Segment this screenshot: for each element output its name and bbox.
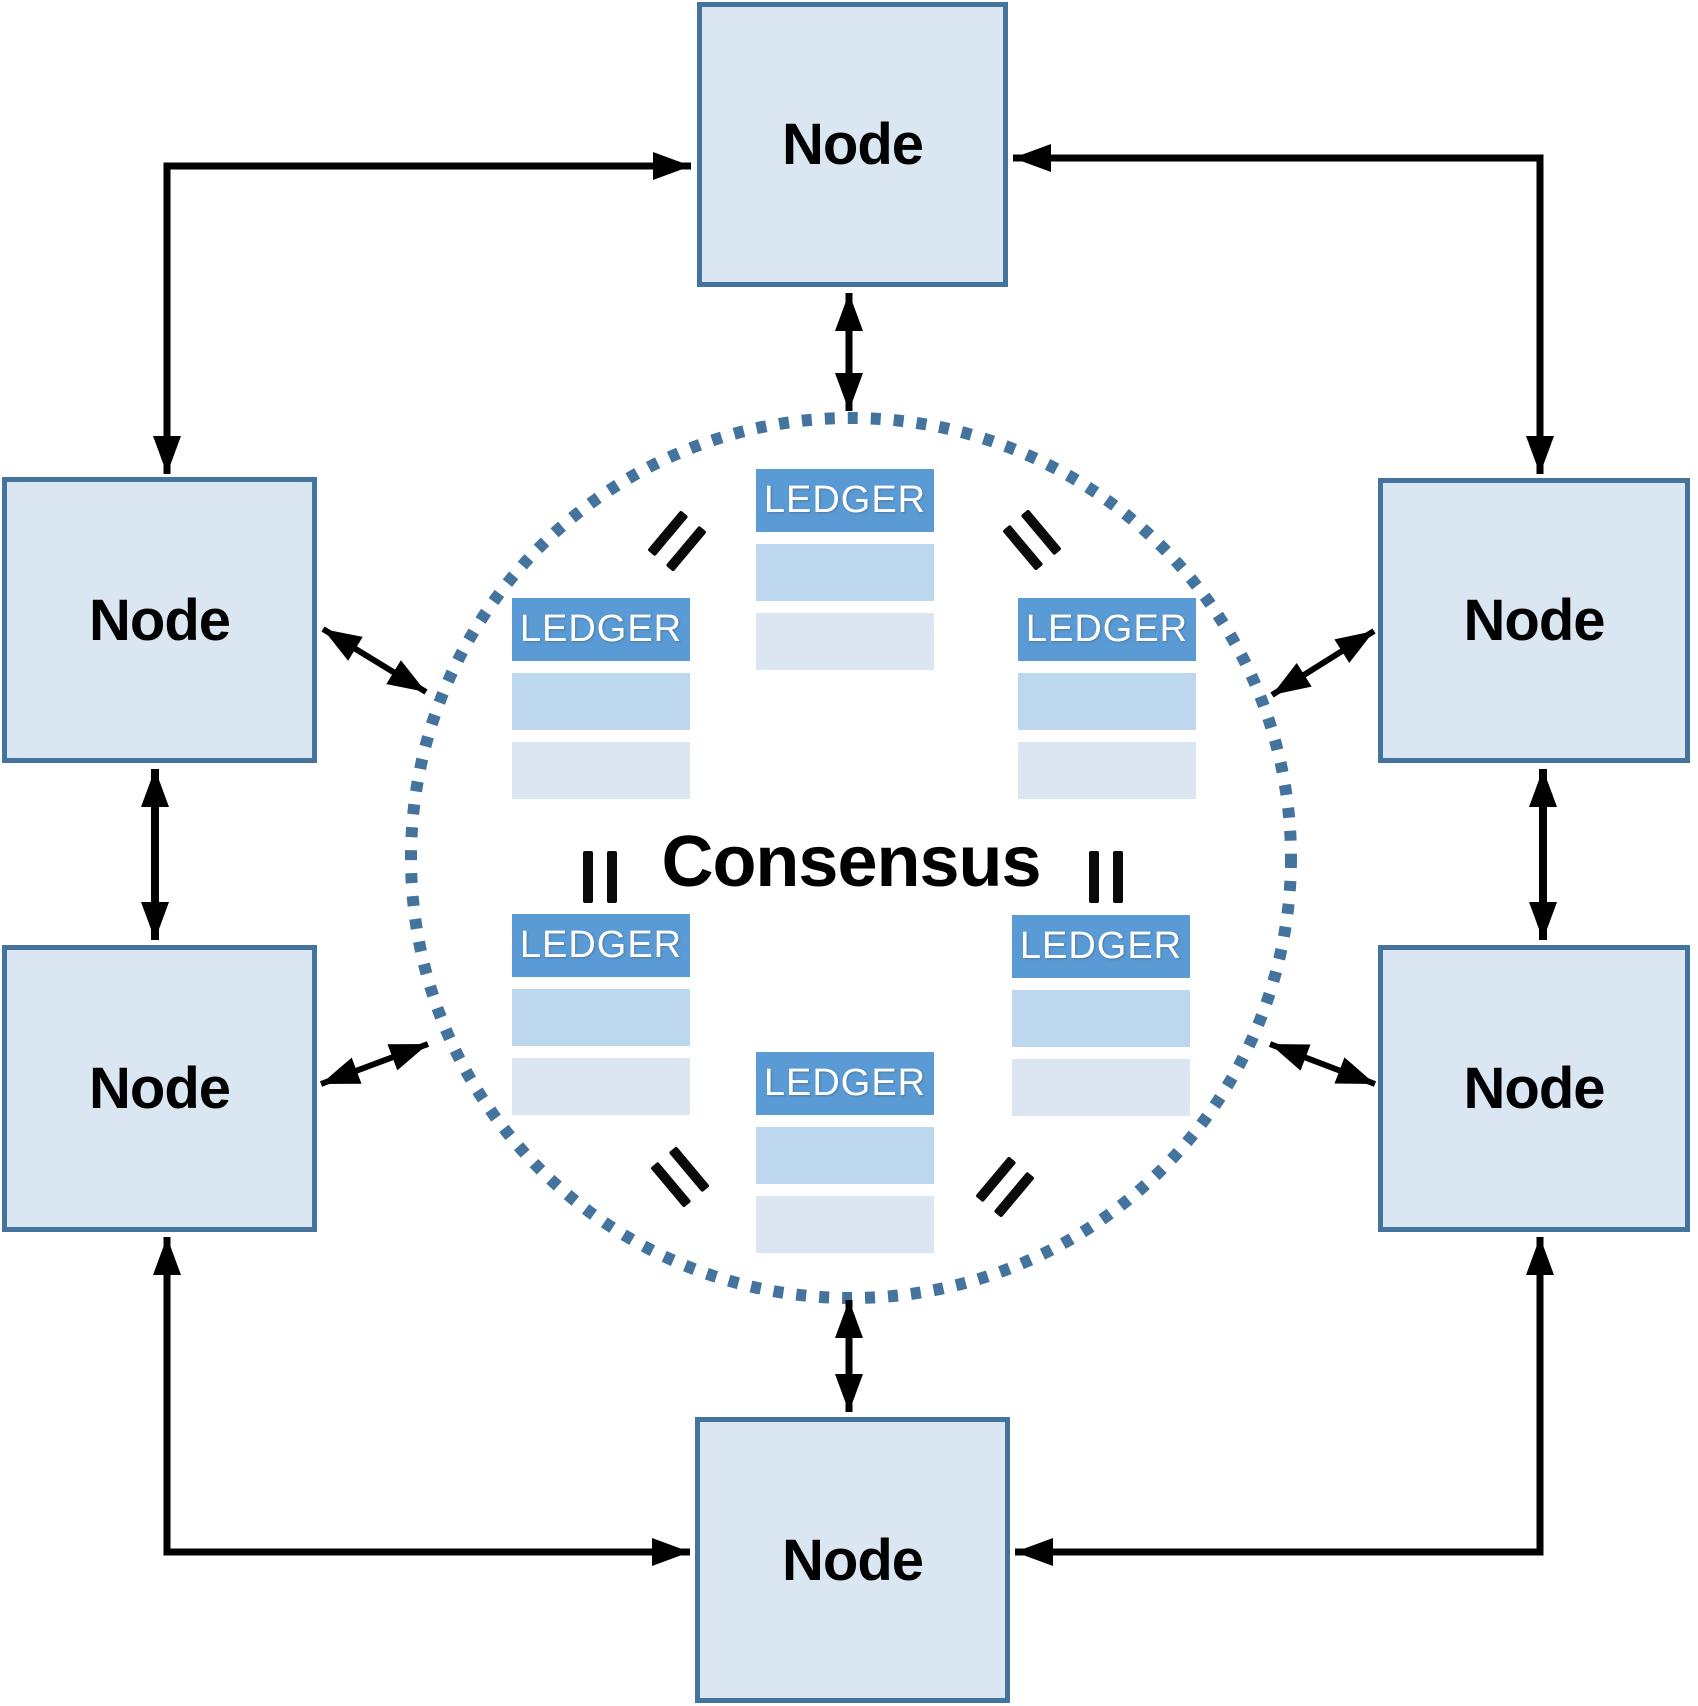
node-box-left-upper: Node [2, 477, 317, 763]
ledger-row [1018, 742, 1196, 799]
node-box-bottom: Node [695, 1417, 1010, 1703]
ledger-row [512, 673, 690, 730]
ledger-title: LEDGER [512, 914, 690, 977]
equals-mark-middle-left [583, 851, 617, 903]
equals-bar [583, 851, 593, 903]
arrow-left-lower-node-to-ring [319, 1041, 430, 1087]
ledger-title: LEDGER [512, 598, 690, 661]
elbow-connector-top-right [1013, 144, 1554, 474]
ledger-title: LEDGER [756, 469, 934, 532]
ledger-row [512, 742, 690, 799]
node-label: Node [89, 587, 231, 653]
elbow-connector-top-left [153, 152, 691, 474]
ledger-lower-left: LEDGER [512, 914, 690, 1115]
ledger-lower-right: LEDGER [1012, 915, 1190, 1116]
arrow-right-upper-node-to-ring [1270, 628, 1376, 698]
equals-bar [1113, 851, 1123, 903]
ledger-row [1012, 990, 1190, 1047]
equals-bar [607, 851, 617, 903]
ledger-top: LEDGER [756, 469, 934, 670]
ledger-row [512, 1058, 690, 1115]
ledger-upper-right: LEDGER [1018, 598, 1196, 799]
ledger-bottom: LEDGER [756, 1052, 934, 1253]
node-label: Node [782, 112, 924, 177]
ledger-row [512, 989, 690, 1046]
ledger-upper-left: LEDGER [512, 598, 690, 799]
ledger-row [756, 1196, 934, 1253]
arrow-left-upper-node-to-ring [321, 626, 428, 695]
ledger-row [756, 613, 934, 670]
arrow-right-lower-node-to-ring [1268, 1041, 1377, 1087]
node-label: Node [782, 1527, 924, 1593]
node-label: Node [89, 1056, 231, 1121]
node-label: Node [1463, 588, 1606, 653]
ledger-row [1012, 1059, 1190, 1116]
ledger-row [756, 1127, 934, 1184]
consensus-title: Consensus [661, 822, 1041, 902]
node-box-left-lower: Node [2, 945, 317, 1232]
equals-bar [1089, 851, 1099, 903]
ledger-row [1018, 673, 1196, 730]
node-box-top: Node [697, 2, 1008, 287]
ledger-title: LEDGER [756, 1052, 934, 1115]
elbow-connector-bottom-right [1015, 1237, 1554, 1566]
ledger-row [756, 544, 934, 601]
ledger-title: LEDGER [1018, 598, 1196, 661]
equals-mark-middle-right [1089, 851, 1123, 903]
elbow-connector-bottom-left [153, 1237, 690, 1566]
node-box-right-upper: Node [1378, 478, 1690, 763]
node-box-right-lower: Node [1378, 945, 1690, 1232]
ledger-title: LEDGER [1012, 915, 1190, 978]
node-label: Node [1463, 1056, 1606, 1121]
consensus-ring [405, 412, 1297, 1304]
